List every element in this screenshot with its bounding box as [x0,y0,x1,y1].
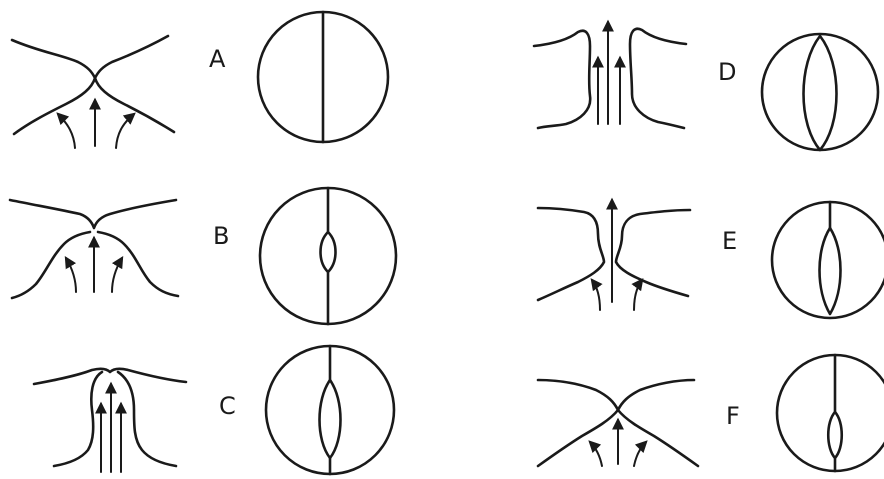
panel-label-b: B [213,222,229,250]
panel-label-e: E [722,227,737,255]
panel-c: C [34,346,394,474]
panel-e-section-view [538,200,690,310]
panel-f-section-view [538,380,698,466]
panel-a-glottis-view [258,12,388,142]
panel-e: E [538,200,884,318]
panel-a: A [12,12,388,148]
panel-c-section-view [34,369,186,472]
panel-a-section-view [12,36,174,148]
panel-c-glottis-view [266,346,394,474]
panel-d-section-view [534,22,686,128]
panel-b-section-view [10,200,178,298]
panel-d: D [534,22,878,150]
panel-label-d: D [718,58,736,86]
panel-b: B [10,188,396,324]
panel-d-glottis-view [762,34,878,150]
panel-label-c: C [219,392,236,420]
panel-e-glottis-view [772,202,884,318]
panel-f: F [538,355,884,471]
panel-label-f: F [726,402,740,430]
panel-f-glottis-view [777,355,884,471]
panel-b-glottis-view [260,188,396,324]
panel-label-a: A [209,45,226,73]
